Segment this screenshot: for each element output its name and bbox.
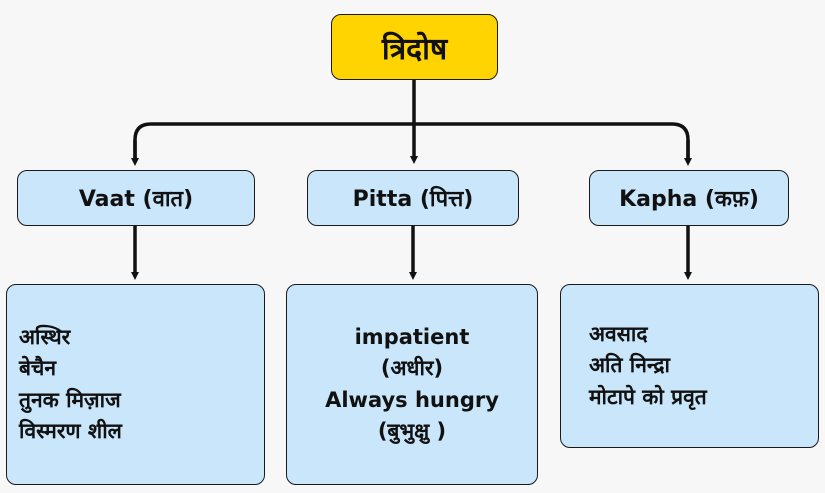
pitta-traits-box: impatient (अधीर) Always hungry (बुभुक्षु… — [286, 284, 538, 485]
kapha-trait: मोटापे को प्रवृत — [589, 384, 707, 409]
vaat-trait: अस्थिर — [19, 324, 71, 349]
root-node-tridosha: त्रिदोष — [331, 14, 498, 80]
pitta-trait: (अधीर) — [380, 356, 444, 380]
vaat-traits-box: अस्थिर बेचैन तुनक मिज़ाज विस्मरण शील — [6, 284, 265, 485]
kapha-trait: अति निन्द्रा — [589, 353, 670, 378]
vaat-trait: बेचैन — [19, 356, 56, 380]
kapha-trait: अवसाद — [589, 321, 648, 346]
root-label: त्रिदोष — [381, 31, 448, 67]
pitta-trait: Always hungry — [325, 387, 499, 412]
pitta-label: Pitta (पित्त) — [352, 187, 474, 212]
node-vaat: Vaat (वात) — [17, 170, 255, 226]
vaat-label: Vaat (वात) — [78, 187, 194, 212]
vaat-trait: तुनक मिज़ाज — [19, 387, 121, 412]
kapha-traits-box: अवसाद अति निन्द्रा मोटापे को प्रवृत — [560, 284, 819, 448]
node-kapha: Kapha (कफ़) — [589, 170, 789, 226]
kapha-label: Kapha (कफ़) — [619, 187, 759, 212]
pitta-trait: (बुभुक्षु ) — [377, 419, 447, 443]
pitta-trait: impatient — [354, 324, 470, 349]
vaat-trait: विस्मरण शील — [19, 419, 122, 443]
branch-line — [133, 122, 690, 162]
node-pitta: Pitta (पित्त) — [307, 170, 519, 226]
